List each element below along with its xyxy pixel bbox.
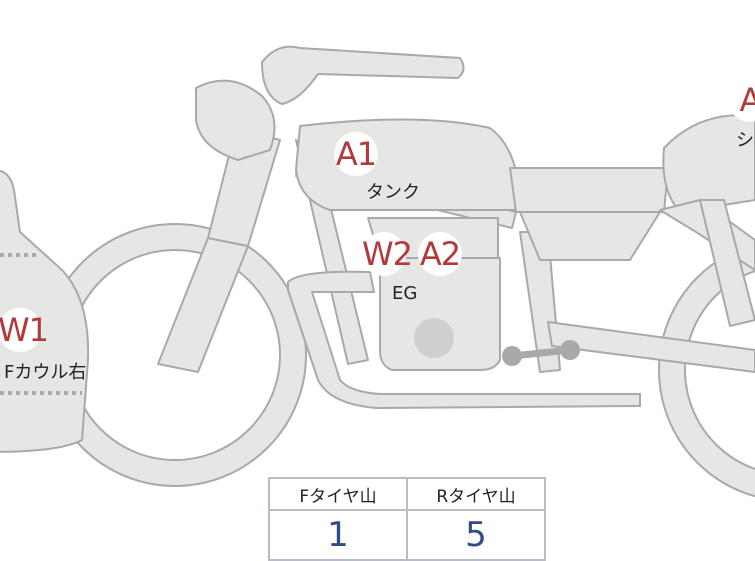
- handlebar: [261, 45, 465, 105]
- headlight: [195, 79, 276, 161]
- front-tire-value: 1: [268, 509, 408, 561]
- marker-w2: W2: [362, 232, 413, 276]
- engine-cover: [414, 318, 454, 358]
- marker-a1: A1: [334, 132, 378, 176]
- marker-w1-label: Fカウル右: [4, 362, 87, 383]
- front-cowl: [0, 169, 90, 453]
- marker-w1: W1: [0, 308, 49, 352]
- tire-tread-table: Fタイヤ山 Rタイヤ山 1 5: [268, 477, 546, 561]
- rear-tire-header: Rタイヤ山: [406, 477, 546, 511]
- marker-a1-label: タンク: [366, 182, 420, 203]
- tail-cowl: [662, 114, 755, 213]
- marker-a-partial-label: シ: [736, 130, 754, 151]
- rear-tire-value: 5: [406, 509, 546, 561]
- front-tire-header: Fタイヤ山: [268, 477, 408, 511]
- rear-wheel: [659, 243, 755, 497]
- marker-w2-label: EG: [392, 283, 418, 304]
- footpeg: [502, 340, 580, 366]
- swingarm: [547, 321, 755, 373]
- front-fork: [157, 237, 249, 373]
- marker-a2: A2: [418, 232, 462, 276]
- seat: [509, 167, 669, 213]
- exhaust-pipe: [287, 270, 641, 409]
